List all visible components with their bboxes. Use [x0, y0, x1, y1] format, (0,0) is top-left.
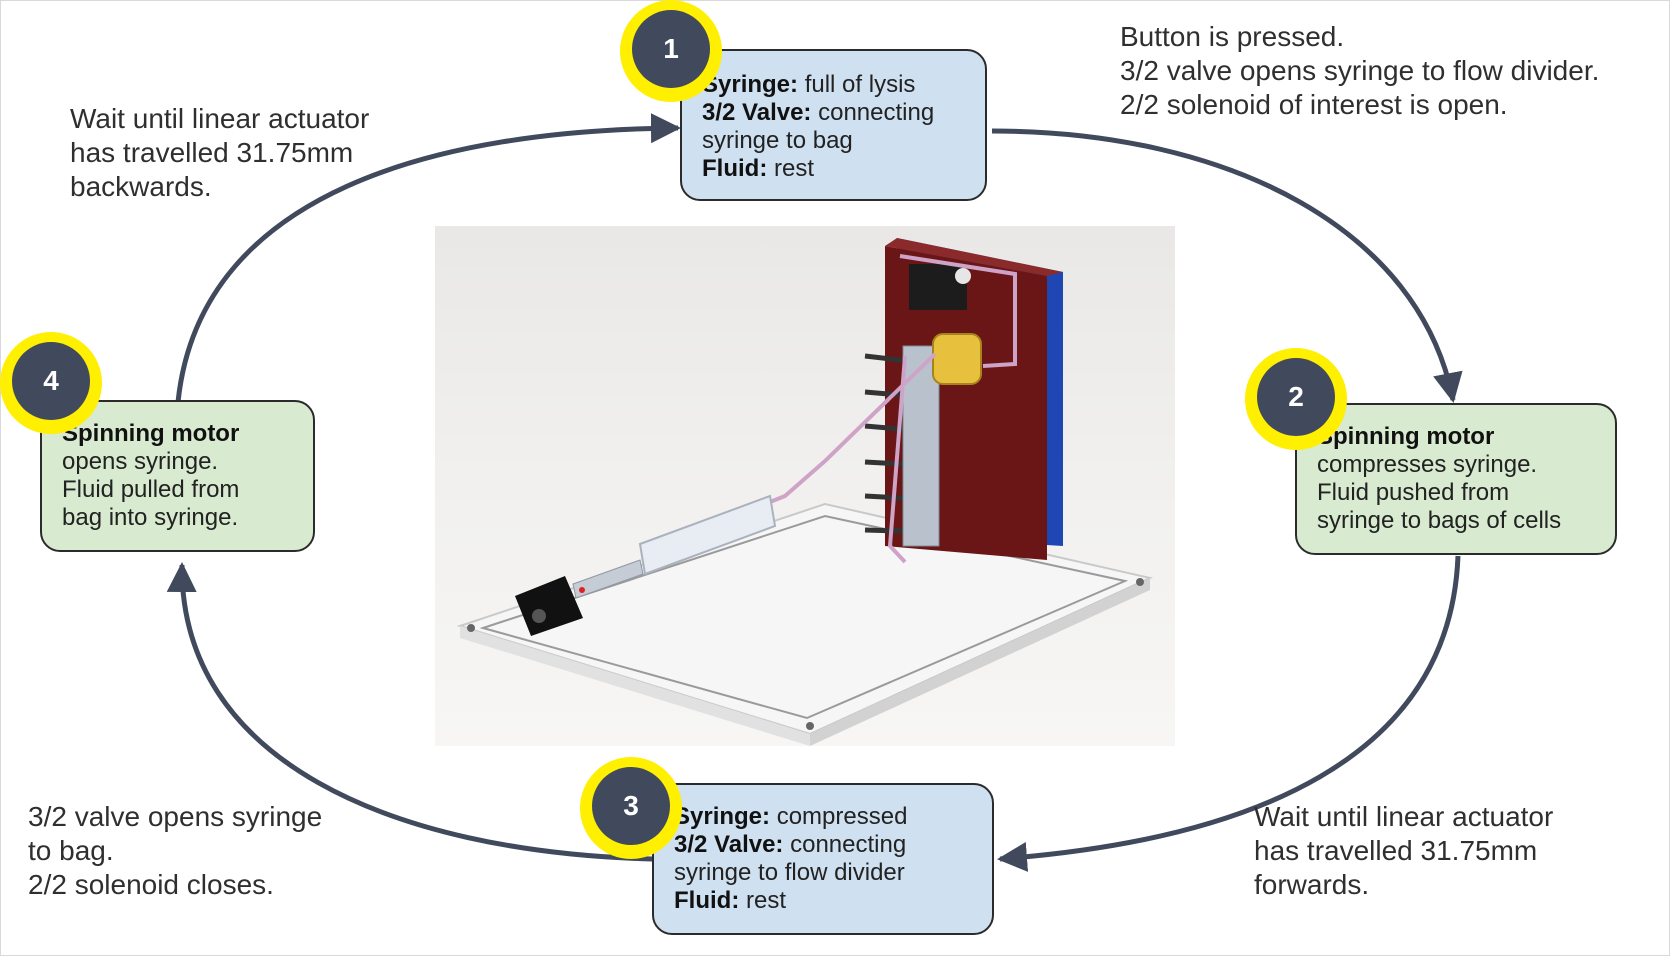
note-bottom-right-line-2: has travelled 31.75mm: [1254, 835, 1538, 866]
step-1-line-1: Syringe: full of lysis: [702, 71, 916, 98]
step-1-box: Syringe: full of lysis 3/2 Valve: connec…: [680, 49, 987, 201]
note-bottom-left-line-3: 2/2 solenoid closes.: [28, 869, 274, 900]
arrow-step2-to-step3: [997, 555, 1461, 872]
note-top-left-line-2: has travelled 31.75mm: [70, 137, 354, 168]
step-3-badge: 3: [580, 757, 682, 859]
step-4-box: Spinning motor opens syringe. Fluid pull…: [40, 400, 315, 552]
arrow-step3-to-step4: [166, 562, 653, 862]
note-bottom-right: Wait until linear actuator has travelled…: [1254, 800, 1553, 902]
note-bottom-left: 3/2 valve opens syringe to bag. 2/2 sole…: [28, 800, 322, 902]
step-4-line-4: bag into syringe.: [62, 504, 239, 531]
note-top-right: Button is pressed. 3/2 valve opens syrin…: [1120, 20, 1599, 122]
device-render-image: [435, 226, 1175, 746]
note-top-right-line-2: 3/2 valve opens syringe to flow divider.: [1120, 55, 1600, 86]
note-top-left-line-3: backwards.: [70, 171, 212, 202]
step-1-number: 1: [632, 10, 710, 88]
step-4-number: 4: [12, 342, 90, 420]
note-top-left-line-1: Wait until linear actuator: [70, 103, 370, 134]
step-1-line-2: 3/2 Valve: connecting: [702, 99, 935, 126]
step-3-box: Syringe: compressed 3/2 Valve: connectin…: [652, 783, 994, 935]
step-1-badge: 1: [620, 0, 722, 102]
step-2-badge: 2: [1245, 348, 1347, 450]
arrow-step4-to-step1: [175, 113, 681, 403]
step-1-line-4: Fluid: rest: [702, 155, 814, 182]
step-4-line-3: Fluid pulled from: [62, 476, 240, 503]
note-top-right-line-1: Button is pressed.: [1120, 21, 1345, 52]
arrow-step1-to-step2: [991, 128, 1463, 403]
step-4-badge: 4: [0, 332, 102, 434]
step-3-line-1: Syringe: compressed: [674, 803, 908, 830]
note-top-left: Wait until linear actuator has travelled…: [70, 102, 369, 204]
note-bottom-left-line-1: 3/2 valve opens syringe: [28, 801, 323, 832]
note-bottom-right-line-3: forwards.: [1254, 869, 1370, 900]
step-2-line-2: compresses syringe.: [1317, 451, 1538, 478]
step-2-line-4: syringe to bags of cells: [1317, 507, 1562, 534]
step-2-line-1: Spinning motor: [1317, 423, 1495, 450]
step-4-line-1: Spinning motor: [62, 420, 240, 447]
step-3-line-2: 3/2 Valve: connecting: [674, 831, 907, 858]
step-2-number: 2: [1257, 358, 1335, 436]
note-top-right-line-3: 2/2 solenoid of interest is open.: [1120, 89, 1508, 120]
step-1-line-3: syringe to bag: [702, 127, 853, 154]
note-bottom-left-line-2: to bag.: [28, 835, 114, 866]
step-2-box: Spinning motor compresses syringe. Fluid…: [1295, 403, 1617, 555]
step-3-line-4: Fluid: rest: [674, 887, 786, 914]
step-4-line-2: opens syringe.: [62, 448, 219, 475]
note-bottom-right-line-1: Wait until linear actuator: [1254, 801, 1554, 832]
step-2-line-3: Fluid pushed from: [1317, 479, 1510, 506]
step-3-number: 3: [592, 767, 670, 845]
step-3-line-3: syringe to flow divider: [674, 859, 905, 886]
